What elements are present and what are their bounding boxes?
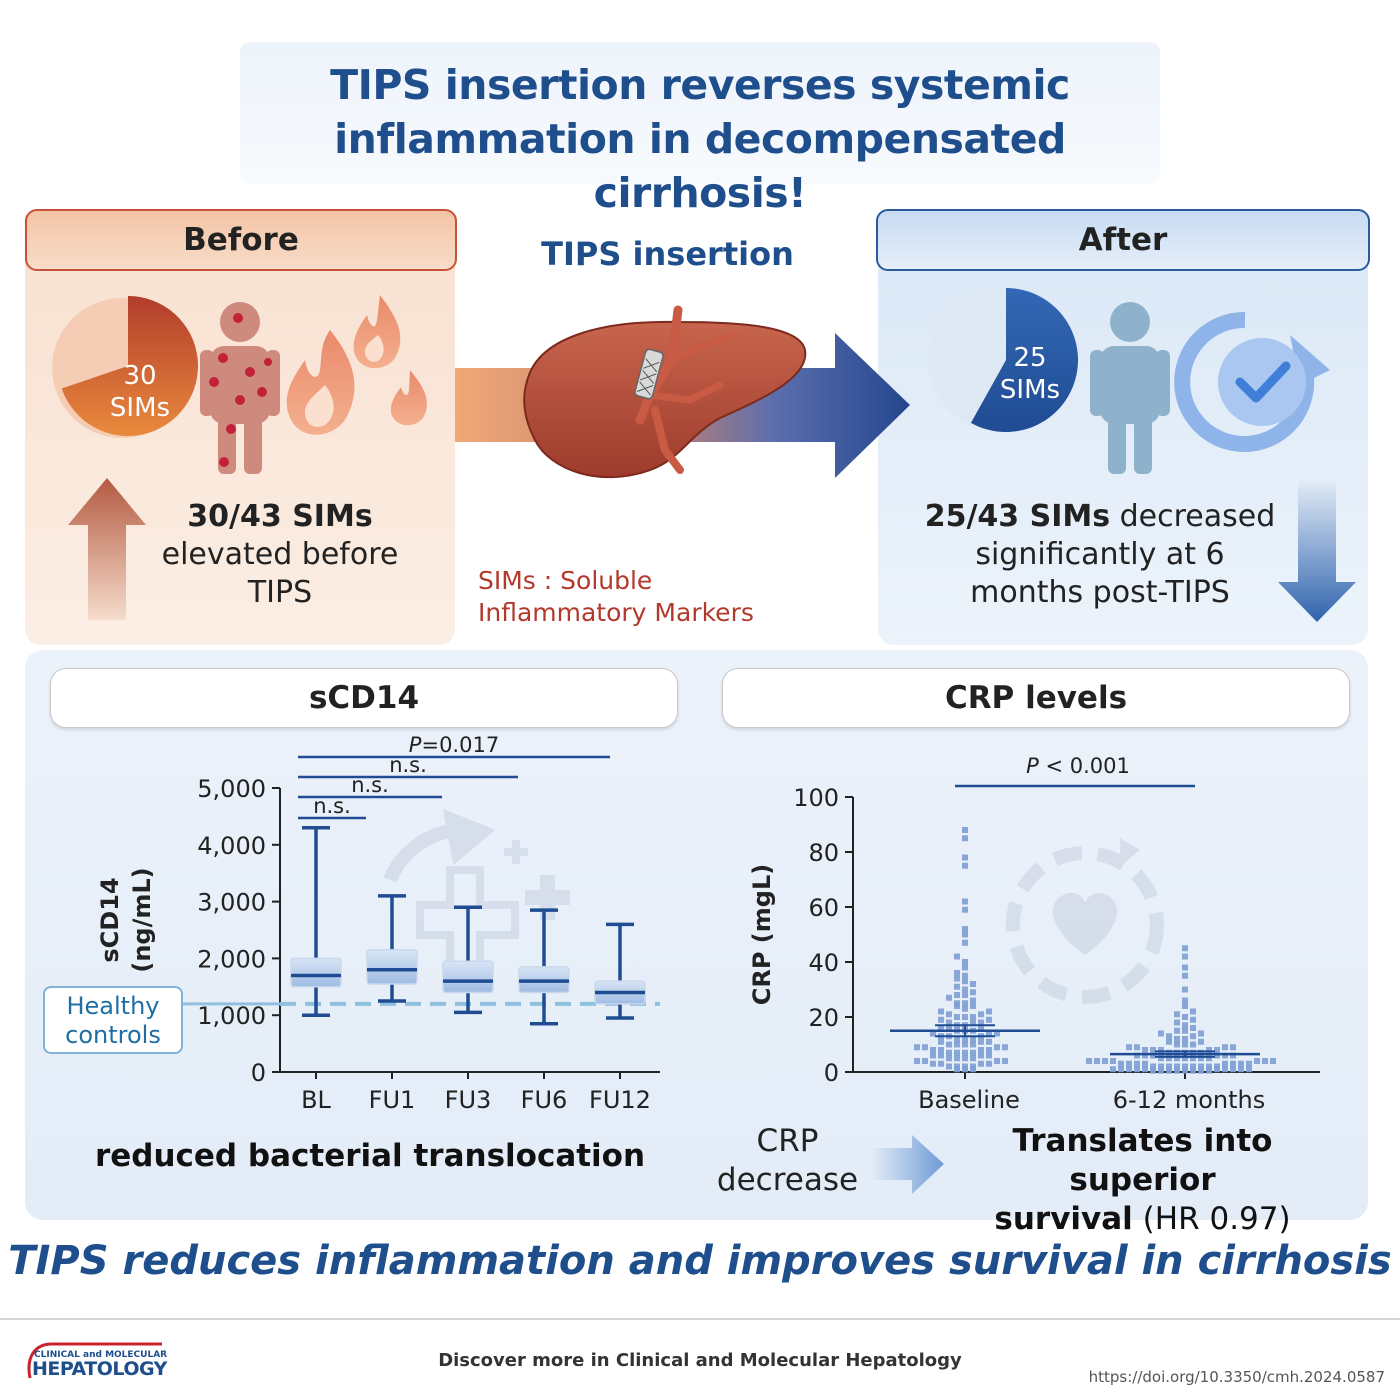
healthy-controls-line2: controls (65, 1021, 161, 1049)
logo-small-text: CLINICAL and MOLECULAR (34, 1350, 168, 1360)
after-pie-label-num: 25 (1013, 343, 1046, 373)
after-header: After (876, 209, 1370, 271)
inflammation-spots (209, 313, 272, 467)
after-pie-chart (928, 288, 1078, 432)
healthy-controls-line1: Healthy (66, 992, 160, 1020)
after-stat-line3: months post-TIPS (970, 575, 1230, 610)
up-arrow (68, 478, 146, 620)
survival-bold-word: survival (994, 1201, 1133, 1237)
before-header: Before (25, 209, 457, 271)
conclusion-banner: TIPS reduces inflammation and improves s… (8, 1238, 1392, 1284)
sick-person-icon (200, 302, 280, 474)
main-title-line2: inflammation in decompensated cirrhosis! (334, 115, 1066, 217)
before-stat-line2: elevated before (161, 537, 399, 572)
scd14-caption: reduced bacterial translocation (94, 1138, 646, 1174)
after-stat-text: 25/43 SIMs decreased significantly at 6 … (890, 498, 1310, 612)
recovery-check-icon (1174, 311, 1330, 452)
main-title-line1: TIPS insertion reverses systemic (330, 61, 1070, 109)
crp-decrease-line1: CRP (756, 1123, 819, 1159)
crp-decrease-text: CRP decrease (705, 1122, 870, 1200)
before-stat-line3: TIPS (247, 575, 313, 610)
after-stat-line2: significantly at 6 (975, 537, 1225, 572)
logo-big-text: HEPATOLOGY (32, 1358, 167, 1380)
top-graphics: 30 SIMs 25 SIMs (52, 288, 1356, 622)
footer-divider (0, 1318, 1400, 1320)
sims-definition: SIMs : Soluble Inflammatory Markers (478, 565, 808, 629)
survival-line1: Translates into superior (1012, 1123, 1273, 1198)
survival-hr: (HR 0.97) (1132, 1201, 1291, 1237)
before-stat-text: 30/43 SIMs elevated before TIPS (130, 498, 430, 612)
before-pie-chart (52, 296, 198, 438)
healthy-controls-label: Healthy controls (43, 986, 183, 1054)
sims-definition-line1: SIMs : Soluble (478, 566, 653, 595)
footer-text[interactable]: Discover more in Clinical and Molecular … (438, 1350, 962, 1371)
tips-insertion-label: TIPS insertion (541, 235, 794, 273)
after-stat-bold: 25/43 SIMs (924, 499, 1111, 534)
scd14-header: sCD14 (50, 668, 678, 728)
after-pie-label-unit: SIMs (1000, 375, 1060, 405)
before-stat-bold: 30/43 SIMs (187, 499, 373, 534)
crp-decrease-line2: decrease (716, 1162, 859, 1198)
before-pie-label-num: 30 (123, 361, 156, 391)
sims-definition-line2: Inflammatory Markers (478, 598, 754, 627)
flame-icon (286, 295, 427, 435)
journal-logo-icon (27, 1342, 162, 1379)
healthy-person-icon (1090, 302, 1170, 474)
down-arrow (1278, 480, 1356, 622)
crp-header: CRP levels (722, 668, 1350, 728)
doi-link[interactable]: https://doi.org/10.3350/cmh.2024.0587 (1088, 1368, 1385, 1386)
after-stat-line1-rest: decreased (1110, 499, 1276, 534)
before-pie-label-unit: SIMs (110, 393, 170, 423)
main-title-box: TIPS insertion reverses systemic inflamm… (240, 42, 1160, 217)
liver-icon (523, 305, 807, 479)
survival-text: Translates into superior survival (HR 0.… (940, 1122, 1345, 1239)
